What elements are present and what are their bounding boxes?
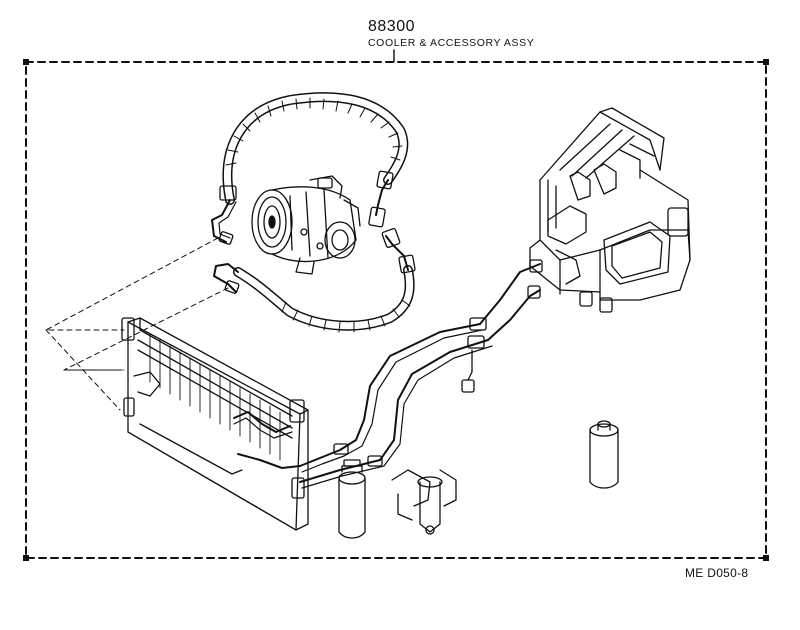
receiver-drier [338, 459, 366, 539]
suction-hose [211, 92, 409, 245]
spare-receiver [589, 420, 619, 489]
discharge-hose [213, 228, 416, 333]
receiver-bracket [391, 469, 457, 535]
cooling-unit [529, 107, 691, 313]
compressor [251, 175, 361, 275]
assembly-boundary [23, 49, 769, 561]
reference-code: ME D050-8 [685, 566, 749, 580]
condenser [121, 317, 309, 531]
assembly-title: COOLER & ACCESSORY ASSY [368, 37, 535, 49]
leader-lines [45, 237, 229, 411]
liquid-tubes [233, 259, 543, 489]
assembly-part-number: 88300 [368, 18, 415, 35]
